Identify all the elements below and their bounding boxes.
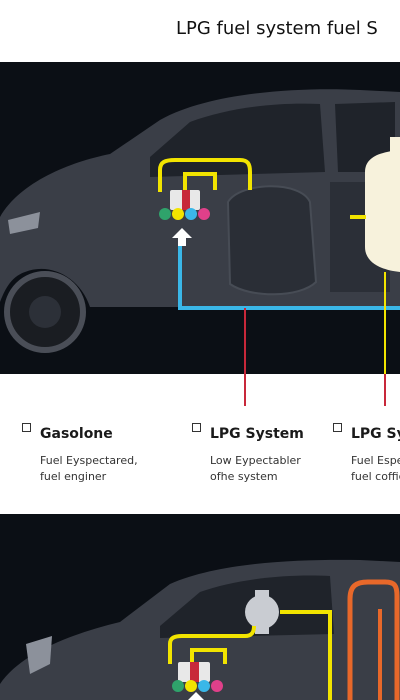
bottom-car-svg [0,559,400,700]
legend-label: Gasolone [40,426,113,442]
yellow-fuel-branch [183,172,217,190]
fuel-injector-icon [172,680,223,692]
headlight [8,212,40,234]
pointer-connectors [244,374,386,406]
up-arrow-icon [188,692,204,700]
legend-description: Fuel Eyspectared, fuel enginer [40,454,138,483]
yellow-fuel-line [158,158,252,192]
orange-lpg-line [347,579,400,700]
lpg-tank-icon [365,137,400,272]
top-car-diagram [0,62,400,374]
fuel-injector-icon [159,208,210,220]
car-seat [226,185,318,296]
injector-red-band [190,662,199,682]
legend-checkbox-icon [22,423,31,432]
yellow-fuel-line [168,625,256,664]
headlight [26,636,52,674]
front-wheel-hub [29,296,61,328]
pressure-regulator-icon [245,590,279,634]
legend-description: Low Eypectabler ofhe system [210,454,301,483]
yellow-feed-line [280,610,332,700]
legend-label: LPG Sy [351,426,400,442]
legend-checkbox-icon [333,423,342,432]
blue-lpg-line [178,246,400,310]
yellow-fuel-branch [190,648,227,664]
injector-red-band [182,190,190,210]
top-car-svg [0,89,400,374]
bottom-car-diagram [0,514,400,700]
legend-checkbox-icon [192,423,201,432]
diagram-title: LPG fuel system fuel S [176,18,378,39]
legend-description: Fuel Espe fuel coffic [351,454,400,483]
legend-label: LPG System [210,426,304,442]
up-arrow-icon [172,228,192,246]
